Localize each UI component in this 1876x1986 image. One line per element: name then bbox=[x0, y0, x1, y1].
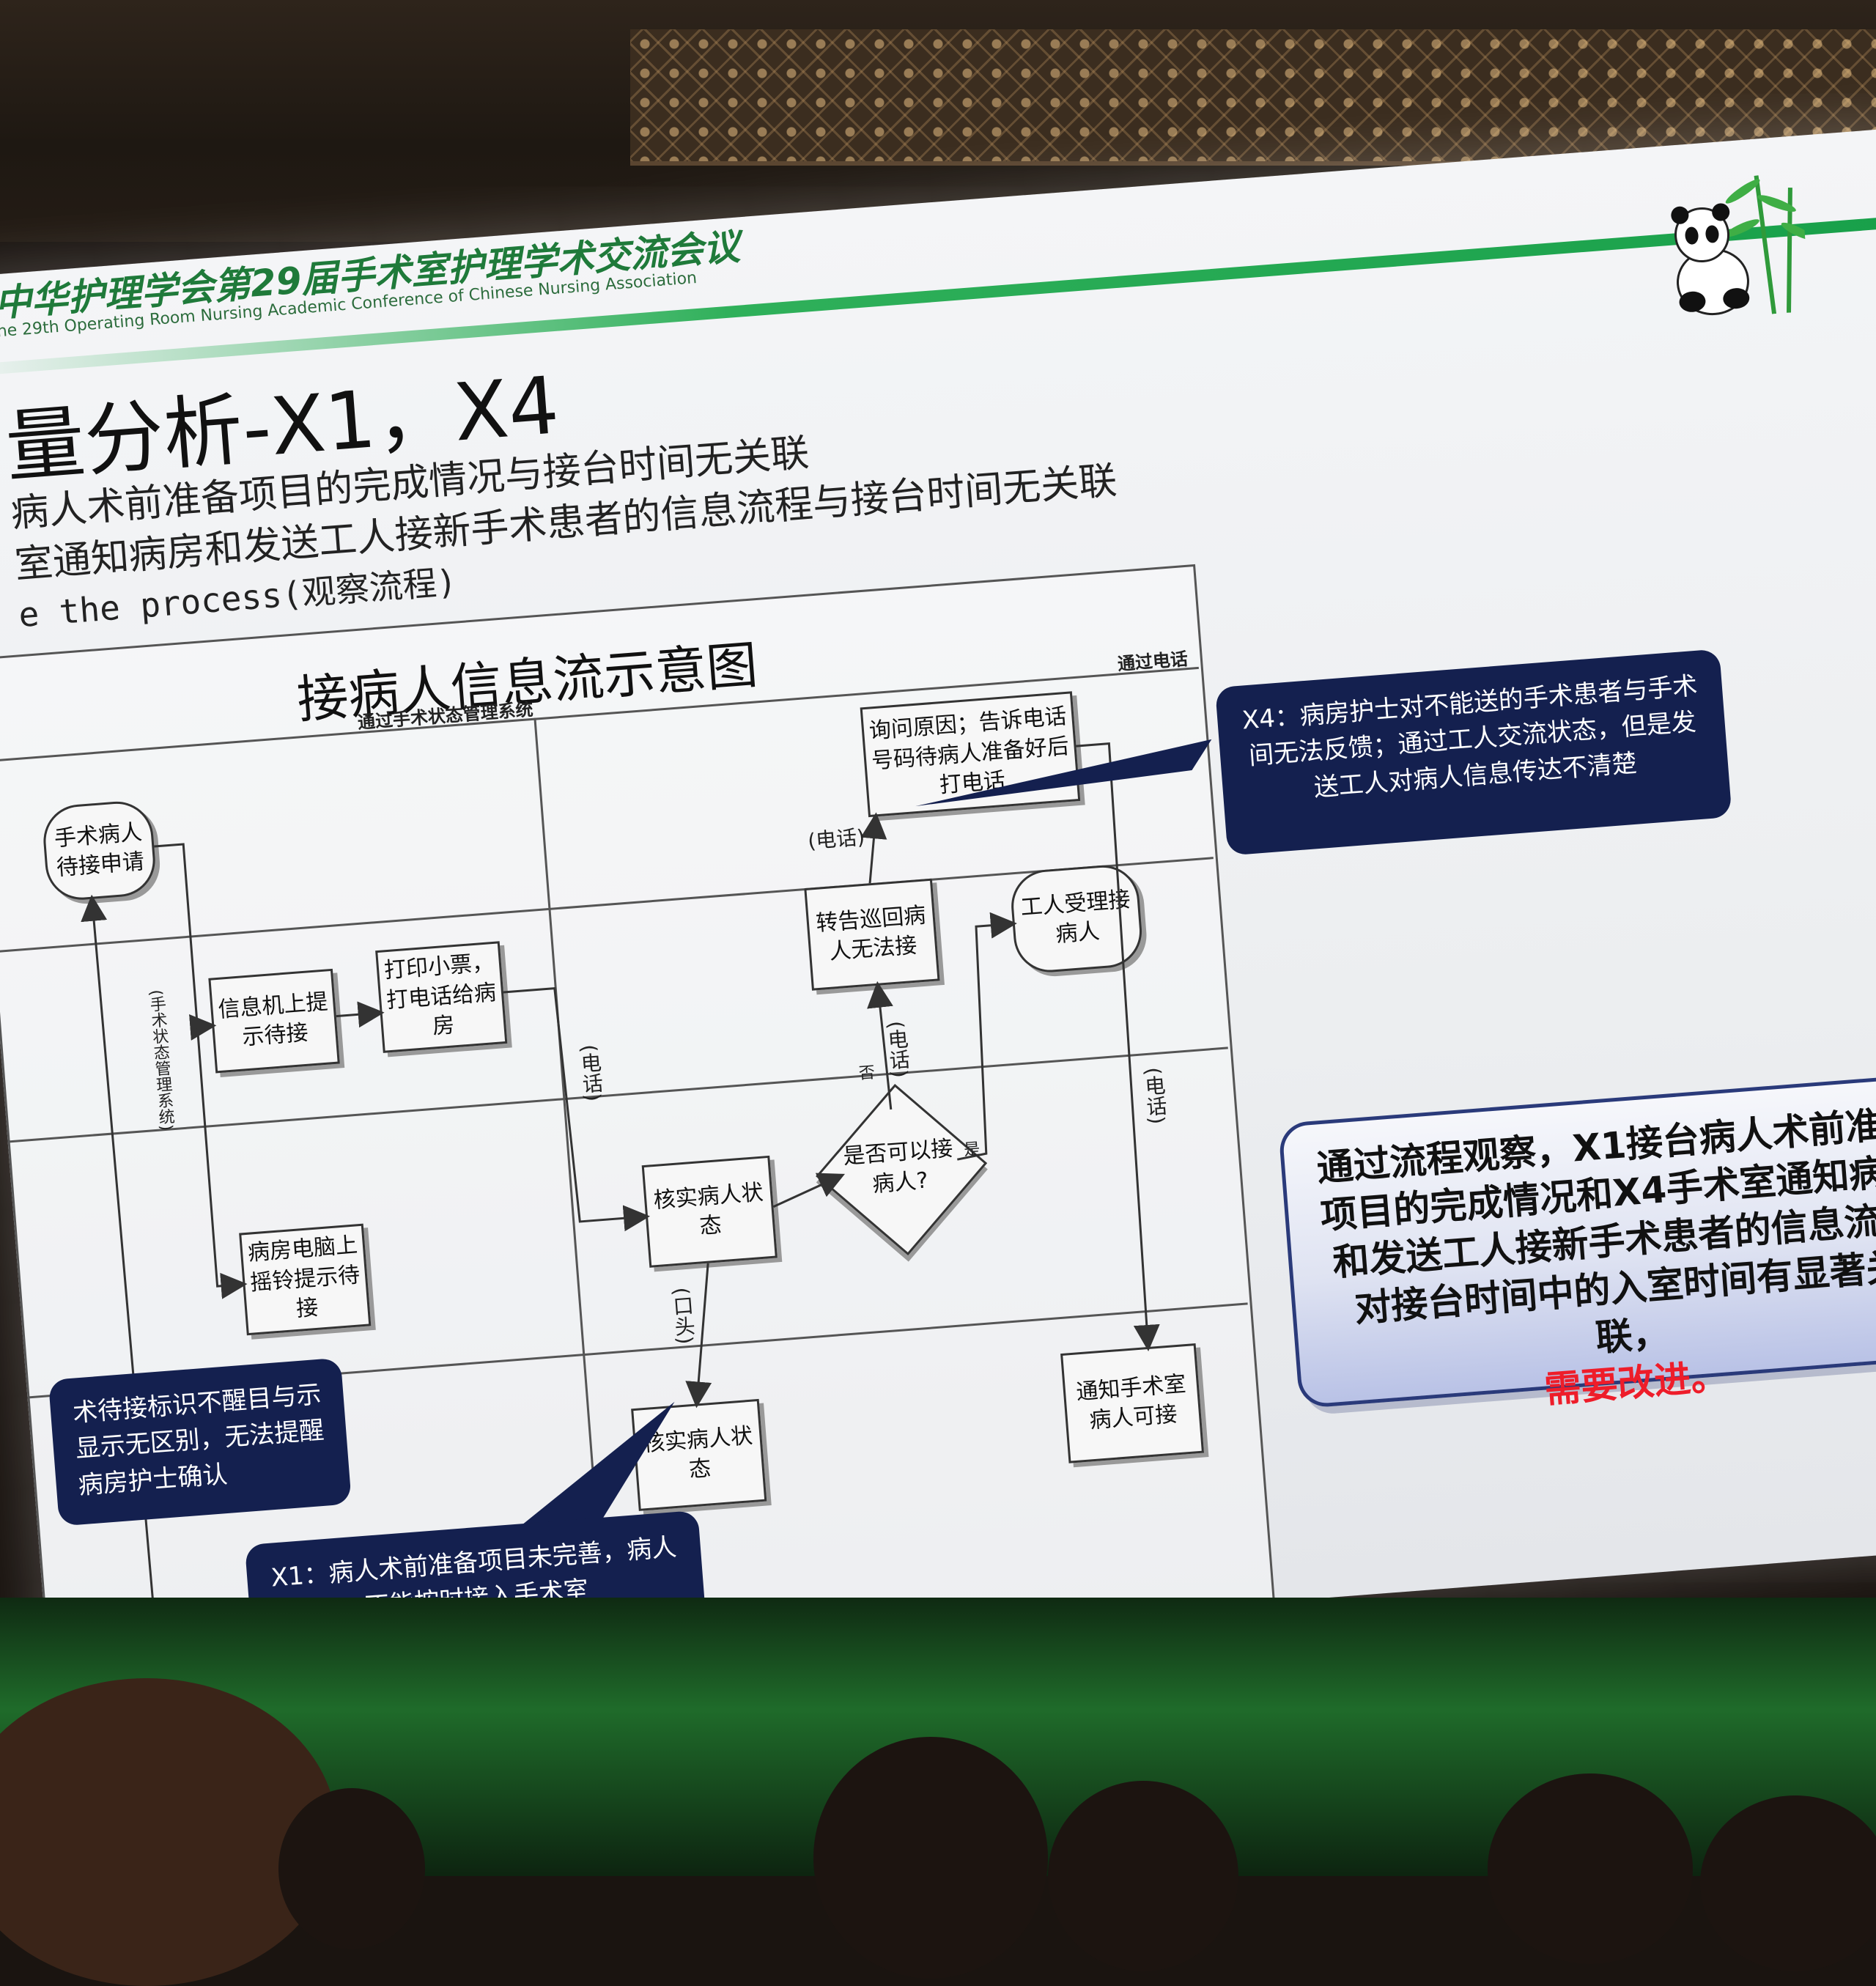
edge-label-no: 否 bbox=[858, 1063, 876, 1084]
callout-tails bbox=[250, 739, 1212, 1536]
edge-label-phone-2: (电话) bbox=[883, 1019, 912, 1079]
audience-head-5 bbox=[1488, 1773, 1693, 1964]
audience-head-6 bbox=[1700, 1795, 1876, 1971]
panda-bamboo-icon bbox=[1671, 175, 1811, 316]
edge-label-phone-4: (电话) bbox=[1140, 1066, 1170, 1126]
callout-x4: X4：病房护士对不能送的手术患者与手术间无法反馈；通过工人交流状态，但是发送工人… bbox=[1214, 649, 1732, 856]
edge-label-verbal: (口头) bbox=[668, 1286, 698, 1345]
audience-head-4 bbox=[1048, 1781, 1238, 1971]
summary-box: 通过流程观察，X1接台病人术前准备项目的完成情况和X4手术室通知病房和发送工人接… bbox=[1277, 1071, 1876, 1411]
edge-label-phone-3: (电话) bbox=[807, 824, 866, 854]
decorative-lattice-panel bbox=[630, 29, 1876, 166]
edge-label-yes: 是 bbox=[963, 1140, 981, 1160]
audience-head-3 bbox=[813, 1737, 1048, 1979]
projected-slide: 中华护理学会第29届手术室护理学术交流会议 he 29th Operating … bbox=[0, 128, 1876, 1701]
edge-label-phone-1: (电话) bbox=[576, 1044, 605, 1103]
callout-ward-flag: 术待接标识不醒目与示显示无区别，无法提醒病房护士确认 bbox=[48, 1357, 352, 1527]
summary-text: 通过流程观察，X1接台病人术前准备项目的完成情况和X4手术室通知病房和发送工人接… bbox=[1315, 1101, 1876, 1359]
audience-head-2 bbox=[278, 1788, 425, 1949]
